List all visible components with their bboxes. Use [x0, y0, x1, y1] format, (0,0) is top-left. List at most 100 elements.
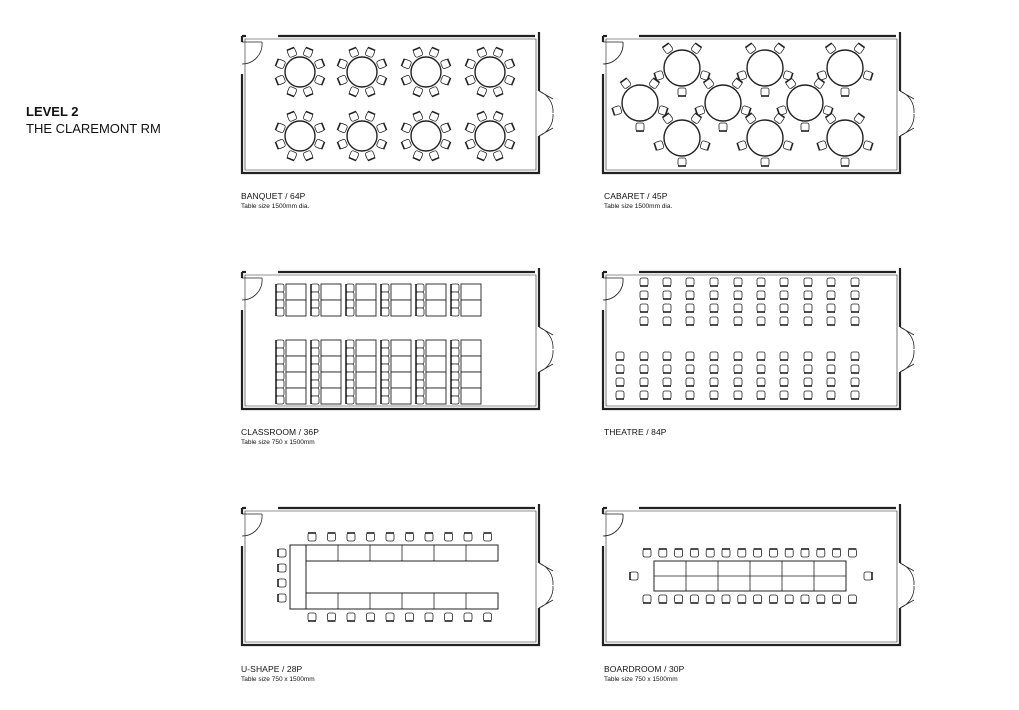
chair-seat	[615, 377, 625, 387]
chair-seat	[307, 612, 317, 622]
chair-seat	[424, 612, 434, 622]
chair-back	[816, 142, 821, 151]
chair	[415, 395, 425, 405]
chair	[736, 140, 748, 151]
chair	[721, 594, 731, 604]
chair	[662, 277, 672, 287]
chair-seat	[850, 377, 860, 387]
chair-back	[286, 46, 295, 52]
chair-back	[382, 141, 388, 150]
desk	[425, 371, 447, 389]
chair-back	[305, 110, 314, 116]
table-top	[746, 49, 784, 87]
door-left	[241, 277, 263, 301]
chair	[444, 612, 453, 622]
chair-seat	[685, 316, 695, 326]
chair-seat	[800, 548, 810, 558]
chair	[699, 140, 711, 151]
chair-seat	[380, 387, 390, 397]
chair	[756, 377, 766, 387]
chair	[635, 122, 645, 132]
chair-seat	[685, 303, 695, 313]
chair-back	[367, 46, 376, 52]
chair-seat	[662, 377, 672, 387]
chair	[826, 390, 836, 400]
door-right	[899, 562, 915, 609]
caption-cabaret: CABARET / 45P Table size 1500mm dia.	[604, 191, 672, 211]
chair	[274, 122, 286, 133]
chair-seat	[832, 594, 841, 604]
chair-back	[744, 112, 753, 119]
chair	[493, 86, 504, 98]
chair-seat	[784, 548, 794, 558]
chair-seat	[405, 532, 414, 542]
chair	[476, 110, 487, 122]
chair-seat	[709, 390, 719, 400]
chair	[850, 303, 860, 313]
chair-seat	[709, 351, 719, 361]
chair	[412, 110, 423, 122]
chair	[345, 347, 355, 357]
chair-seat	[685, 290, 695, 300]
chair	[415, 283, 425, 293]
chair-back	[305, 156, 314, 162]
chair-seat	[803, 277, 813, 287]
chair	[705, 548, 715, 558]
chair-back	[869, 72, 874, 81]
chair-seat	[850, 351, 860, 361]
chair	[862, 70, 874, 81]
chair-seat	[366, 612, 375, 622]
chair	[277, 578, 287, 588]
chair-seat	[277, 563, 287, 573]
chair	[380, 307, 390, 317]
chair-back	[464, 122, 470, 131]
round-table	[400, 110, 452, 162]
chair	[314, 75, 326, 86]
chair-seat	[840, 157, 850, 167]
chair	[733, 377, 743, 387]
chair	[744, 42, 757, 54]
chair-back	[495, 46, 504, 52]
chair-seat	[277, 593, 287, 603]
chair	[380, 387, 390, 397]
chair	[346, 612, 356, 622]
chair	[674, 594, 683, 604]
chair-back	[706, 142, 711, 151]
table-top	[663, 49, 701, 87]
desk	[460, 283, 482, 301]
chair	[327, 532, 336, 542]
chair-back	[464, 141, 470, 150]
chair-back	[400, 122, 406, 131]
chair-seat	[310, 307, 320, 317]
desk	[285, 387, 307, 405]
chair-seat	[709, 316, 719, 326]
chair-seat	[639, 377, 649, 387]
chair	[424, 532, 434, 542]
door-left	[602, 41, 624, 65]
round-table	[336, 110, 388, 162]
desk	[425, 299, 447, 317]
chair-back	[320, 122, 326, 131]
chair-seat	[826, 364, 836, 374]
chair	[753, 594, 762, 604]
chair-seat	[366, 532, 375, 542]
chair	[615, 364, 625, 374]
chair	[463, 612, 473, 622]
chair-back	[446, 122, 452, 131]
chair-back	[744, 42, 753, 49]
chair-seat	[275, 387, 285, 397]
chair-seat	[450, 395, 460, 405]
chair-seat	[848, 548, 857, 558]
chair	[275, 355, 285, 365]
chair	[709, 364, 719, 374]
wall-inner	[605, 38, 898, 171]
chair	[412, 46, 423, 58]
chair	[653, 140, 665, 151]
chair-back	[476, 156, 485, 162]
chair-seat	[327, 612, 336, 622]
caption-ushape: U-SHAPE / 28P Table size 750 x 1500mm	[241, 664, 315, 684]
chair	[848, 594, 857, 604]
chair	[760, 87, 770, 97]
table	[289, 544, 307, 610]
chair-seat	[709, 364, 719, 374]
